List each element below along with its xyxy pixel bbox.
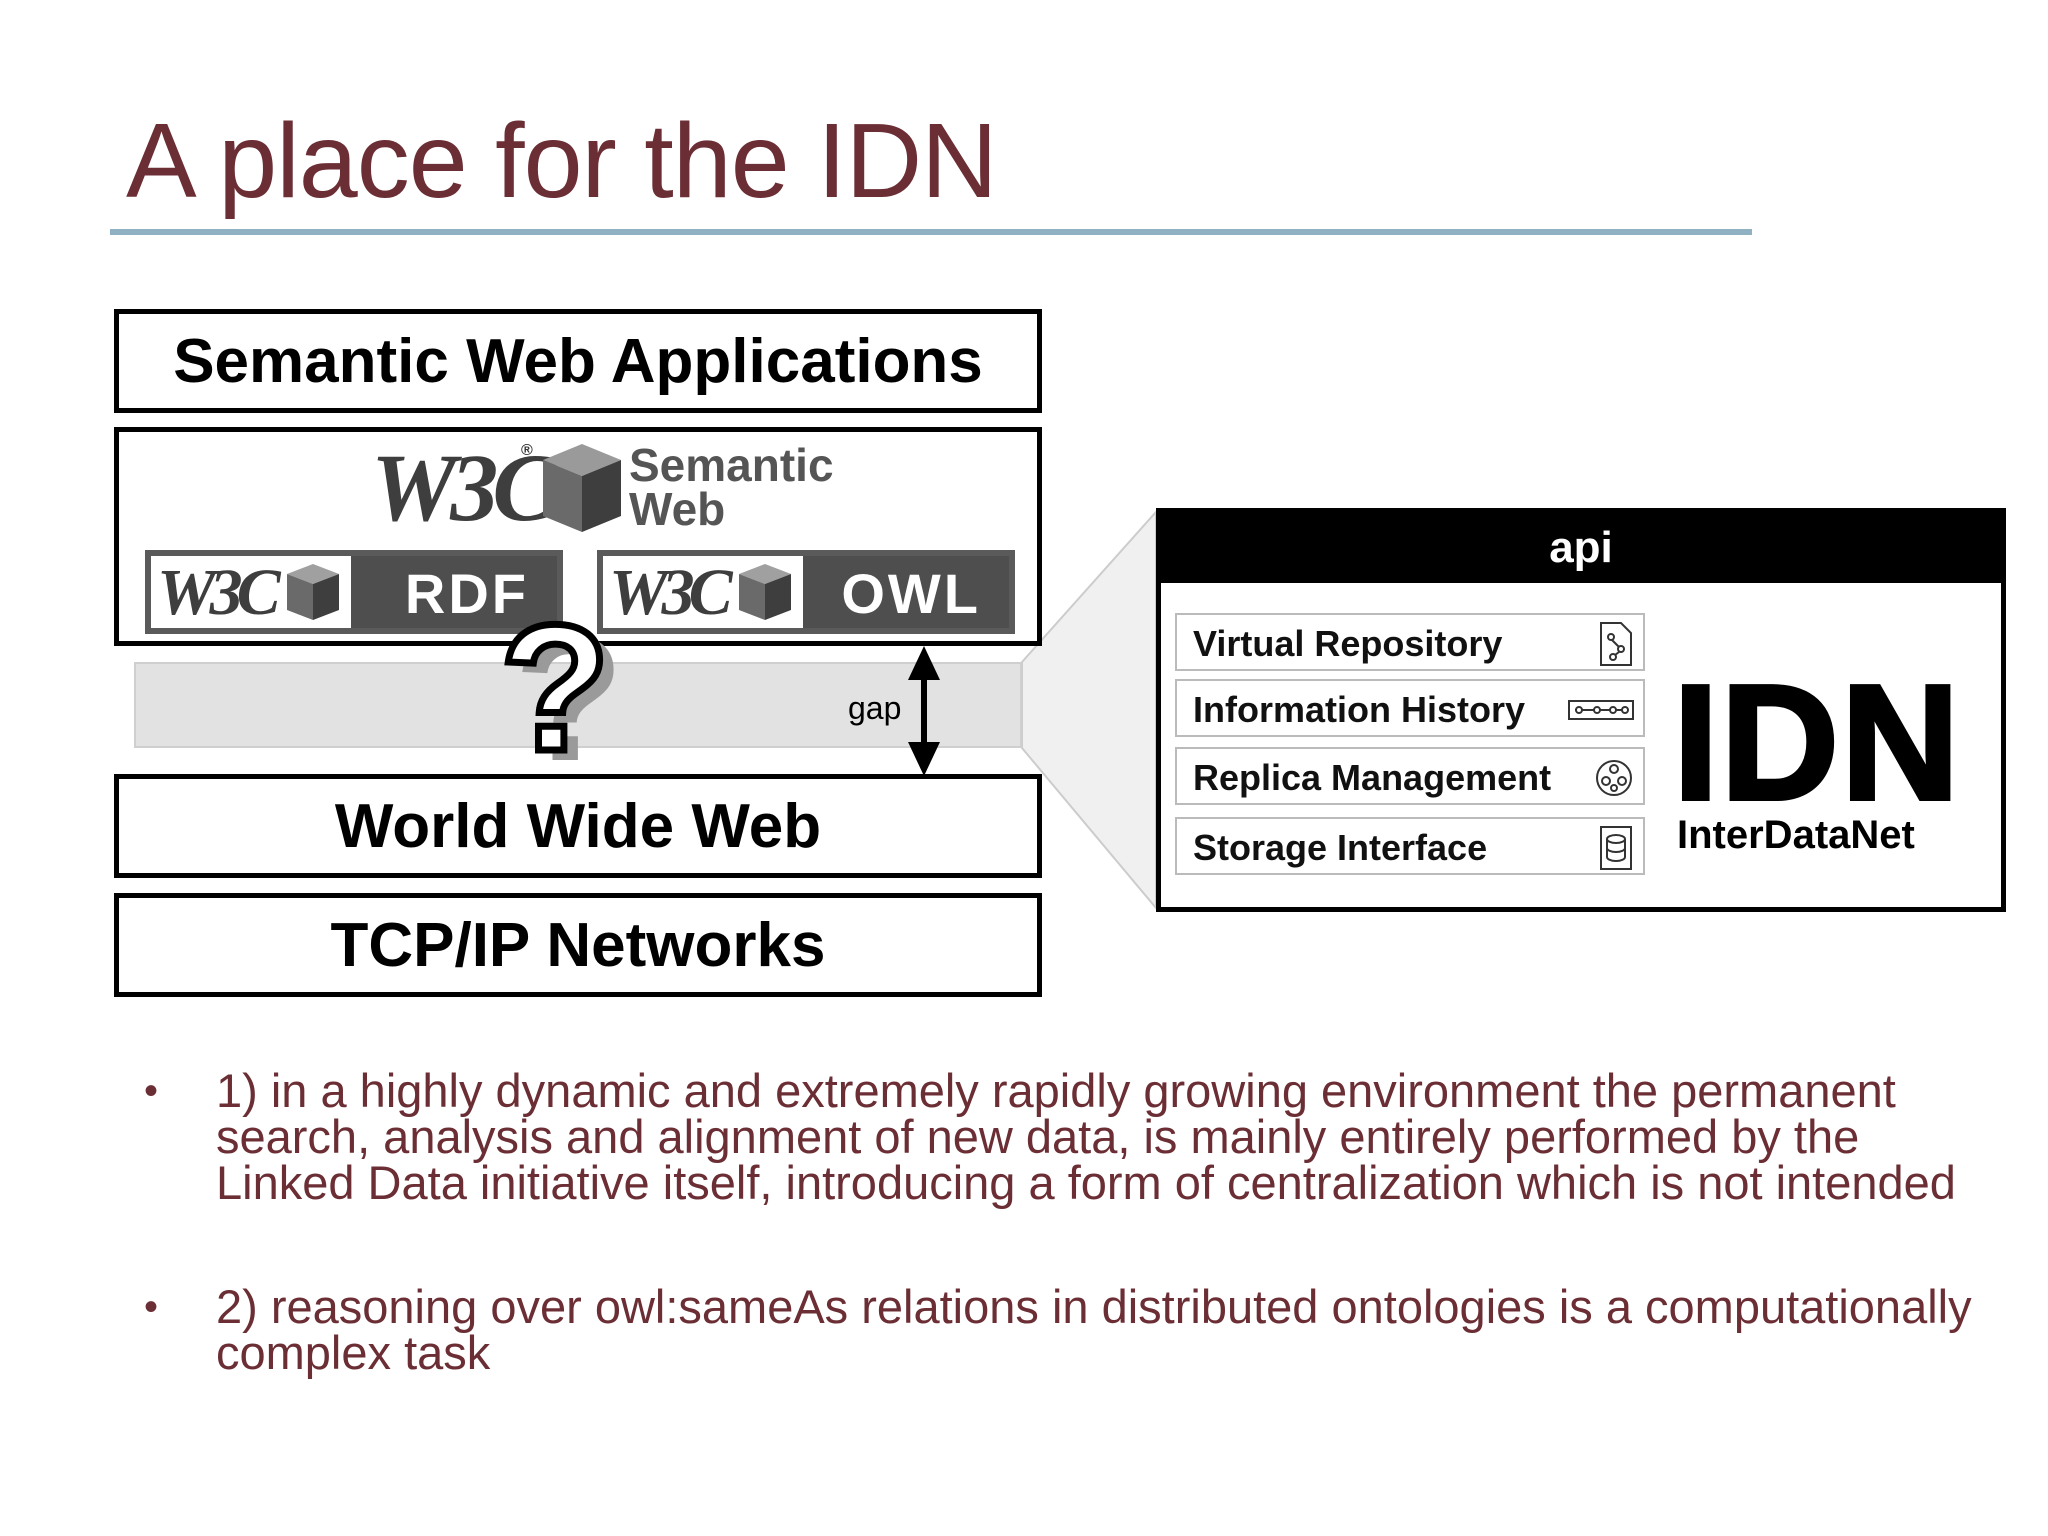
semantic-word: Semantic (629, 439, 834, 491)
owl-w3c-text: W3C (609, 556, 733, 629)
api-bar: api (1161, 513, 2001, 583)
world-wide-web-layer: World Wide Web (114, 774, 1042, 878)
bullet-marker: • (144, 1069, 159, 1113)
repository-icon (1600, 622, 1632, 666)
bullet-text: 1) in a highly dynamic and extremely rap… (216, 1064, 1956, 1209)
rdf-cube-icon (287, 564, 339, 620)
rdf-w3c-text: W3C (157, 556, 281, 629)
replica-icon (1596, 760, 1632, 796)
semantic-web-applications-label: Semantic Web Applications (173, 326, 983, 396)
service-storage-interface: Storage Interface (1175, 817, 1645, 875)
service-virtual-repository: Virtual Repository (1175, 613, 1645, 671)
rdf-label: RDF (404, 562, 529, 625)
idn-panel: api Virtual Repository Information Histo… (1156, 508, 2006, 912)
gap-band (134, 662, 1022, 748)
gap-arrow-icon (908, 646, 940, 776)
owl-cube-icon (739, 564, 791, 620)
owl-label: OWL (841, 562, 981, 625)
service-information-history: Information History (1175, 679, 1645, 737)
semantic-web-cube-icon (543, 444, 621, 532)
bullet-item: • 2) reasoning over owl:sameAs relations… (140, 1283, 2000, 1376)
bullet-marker: • (144, 1285, 159, 1329)
world-wide-web-label: World Wide Web (334, 791, 822, 861)
svg-text:?: ? (514, 600, 624, 799)
registered-mark: ® (521, 442, 533, 459)
api-label: api (1549, 523, 1613, 572)
zoom-funnel-shape (1021, 509, 1157, 911)
title-underline (110, 229, 1752, 235)
owl-badge: W3C OWL (597, 550, 1015, 634)
web-word: Web (629, 483, 726, 535)
rdf-badge: W3C RDF (145, 550, 563, 634)
question-mark-glyph: ? (500, 600, 610, 789)
idn-logo: IDN (1671, 651, 1962, 834)
service-label: Information History (1193, 689, 1526, 730)
semantic-web-layer: W3C ® Semantic Web W3C RDF W3C OWL (114, 427, 1042, 646)
idn-subtitle: InterDataNet (1677, 813, 1915, 857)
storage-icon (1600, 826, 1632, 870)
semantic-web-applications-layer: Semantic Web Applications (114, 309, 1042, 413)
service-replica-management: Replica Management (1175, 747, 1645, 805)
slide-title: A place for the IDN (126, 102, 998, 220)
question-mark-icon: ? ? (497, 600, 624, 799)
tcp-ip-layer: TCP/IP Networks (114, 893, 1042, 997)
w3c-logo-text: W3C (371, 434, 556, 541)
service-label: Virtual Repository (1193, 623, 1503, 664)
gap-label: gap (848, 690, 902, 726)
service-label: Storage Interface (1193, 827, 1488, 868)
bullet-text: 2) reasoning over owl:sameAs relations i… (216, 1280, 1972, 1379)
history-icon (1568, 700, 1634, 720)
bullet-list: • 1) in a highly dynamic and extremely r… (140, 1067, 2000, 1454)
service-label: Replica Management (1193, 757, 1552, 798)
bullet-item: • 1) in a highly dynamic and extremely r… (140, 1067, 2000, 1206)
tcp-ip-label: TCP/IP Networks (330, 910, 826, 980)
